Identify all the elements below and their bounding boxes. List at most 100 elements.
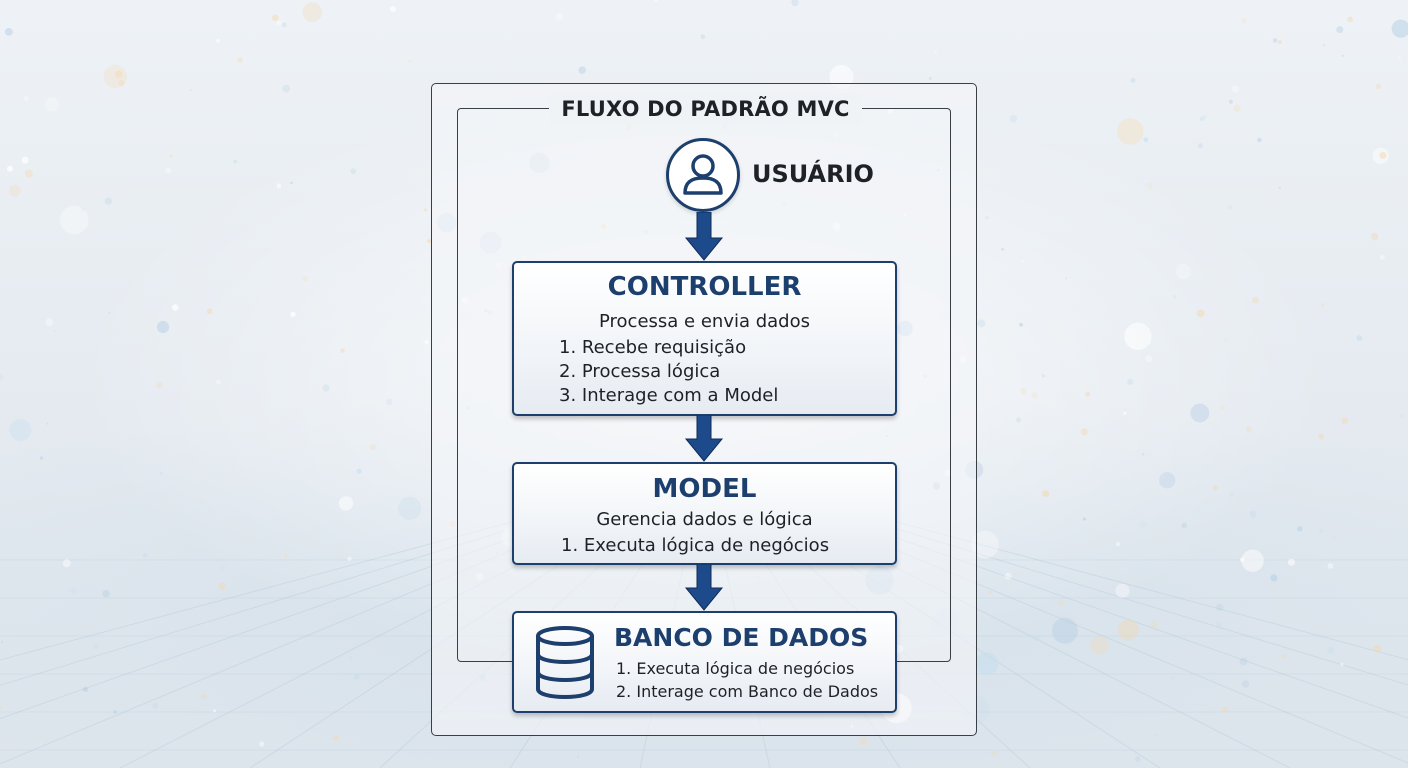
bokeh-dot xyxy=(1116,118,1144,145)
bokeh-dot xyxy=(290,181,293,185)
bokeh-dot xyxy=(1115,541,1121,547)
bokeh-dot xyxy=(859,737,868,746)
bokeh-dot xyxy=(1172,294,1177,299)
bokeh-dot xyxy=(1115,583,1130,598)
bokeh-dot xyxy=(1332,536,1336,539)
bokeh-dot xyxy=(1031,392,1038,399)
bokeh-dot xyxy=(1327,562,1334,569)
bokeh-dot xyxy=(271,14,279,22)
bokeh-dot xyxy=(156,320,170,334)
bokeh-dot xyxy=(791,0,799,7)
bokeh-dot xyxy=(219,564,225,571)
bokeh-dot xyxy=(1181,522,1188,529)
bokeh-dot xyxy=(1399,413,1405,419)
bokeh-dot xyxy=(1090,636,1109,655)
bokeh-dot xyxy=(424,340,429,344)
bokeh-dot xyxy=(1082,517,1086,521)
arrow-down-icon xyxy=(684,564,724,611)
bokeh-dot xyxy=(118,80,125,86)
bokeh-dot xyxy=(971,530,999,559)
bokeh-dot xyxy=(1391,19,1408,38)
bokeh-dot xyxy=(302,275,309,282)
bokeh-dot xyxy=(169,154,173,158)
bokeh-dot xyxy=(1240,17,1247,24)
bokeh-dot xyxy=(1370,232,1379,241)
bokeh-dot xyxy=(1373,644,1382,653)
bokeh-dot xyxy=(7,165,13,172)
bokeh-dot xyxy=(302,2,323,22)
bokeh-dot xyxy=(654,0,658,3)
bokeh-dot xyxy=(276,183,282,189)
bokeh-dot xyxy=(975,652,999,675)
bokeh-dot xyxy=(338,496,354,511)
bokeh-dot xyxy=(0,705,2,709)
bokeh-dot xyxy=(333,734,340,741)
bokeh-dot xyxy=(1130,77,1136,83)
bokeh-dot xyxy=(1171,675,1175,680)
bokeh-dot xyxy=(237,57,244,63)
bokeh-dot xyxy=(45,318,54,327)
bokeh-dot xyxy=(1239,657,1248,666)
bokeh-dot xyxy=(1001,247,1005,251)
bokeh-dot xyxy=(1341,417,1348,425)
bokeh-dot xyxy=(4,28,13,36)
bokeh-dot xyxy=(1372,147,1389,164)
bokeh-dot xyxy=(700,34,706,39)
bokeh-dot xyxy=(398,496,422,520)
database-box: BANCO DE DADOS 1. Executa lógica de negó… xyxy=(512,611,897,713)
controller-item: 1. Recebe requisição xyxy=(559,337,747,358)
bokeh-dot xyxy=(92,643,99,649)
bokeh-dot xyxy=(1154,734,1157,737)
model-item: 1. Executa lógica de negócios xyxy=(561,535,830,556)
bokeh-dot xyxy=(1041,374,1046,378)
bokeh-dot xyxy=(0,374,4,381)
bokeh-dot xyxy=(1123,411,1126,415)
bokeh-dot xyxy=(1219,405,1226,411)
controller-title: CONTROLLER xyxy=(607,272,802,302)
bokeh-dot xyxy=(172,304,179,311)
bokeh-dot xyxy=(578,66,586,74)
bokeh-dot xyxy=(108,311,111,314)
bokeh-dot xyxy=(1175,263,1192,280)
bokeh-dot xyxy=(424,208,428,212)
bokeh-dot xyxy=(80,207,85,213)
bokeh-dot xyxy=(356,468,362,474)
bokeh-dot xyxy=(1380,254,1385,260)
bokeh-dot xyxy=(1,640,4,644)
bokeh-dot xyxy=(1134,756,1141,762)
bokeh-dot xyxy=(1282,654,1287,659)
bokeh-dot xyxy=(1322,43,1326,47)
arrow-down-icon xyxy=(684,415,724,462)
bokeh-dot xyxy=(1228,99,1233,104)
bokeh-dot xyxy=(1318,528,1324,534)
bokeh-dot xyxy=(1117,619,1139,641)
bokeh-dot xyxy=(1051,617,1078,644)
bokeh-dot xyxy=(1229,492,1234,497)
bokeh-dot xyxy=(1327,646,1335,654)
user-node xyxy=(666,138,740,212)
bokeh-dot xyxy=(1190,403,1210,423)
bokeh-dot xyxy=(1016,417,1022,423)
bokeh-dot xyxy=(985,215,989,220)
bokeh-dot xyxy=(24,169,33,178)
bokeh-dot xyxy=(1241,680,1250,688)
database-item: 1. Executa lógica de negócios xyxy=(616,659,855,678)
bokeh-dot xyxy=(189,88,192,91)
bokeh-dot xyxy=(1080,428,1088,436)
bokeh-dot xyxy=(213,709,217,713)
user-icon xyxy=(683,154,723,195)
model-box: MODEL Gerencia dados e lógica 1. Executa… xyxy=(512,462,897,565)
bokeh-dot xyxy=(1379,151,1387,159)
bokeh-dot xyxy=(1249,510,1257,518)
bokeh-dot xyxy=(1227,205,1233,211)
bokeh-dot xyxy=(1150,620,1159,629)
bokeh-dot xyxy=(1375,83,1382,90)
bokeh-dot xyxy=(21,156,29,164)
bokeh-dot xyxy=(1019,322,1023,327)
bokeh-dot xyxy=(1233,104,1241,112)
controller-item: 3. Interage com a Model xyxy=(559,385,779,406)
bokeh-dot xyxy=(928,76,933,80)
bokeh-dot xyxy=(1143,137,1149,143)
bokeh-dot xyxy=(1124,322,1152,350)
bokeh-dot xyxy=(1199,117,1204,121)
